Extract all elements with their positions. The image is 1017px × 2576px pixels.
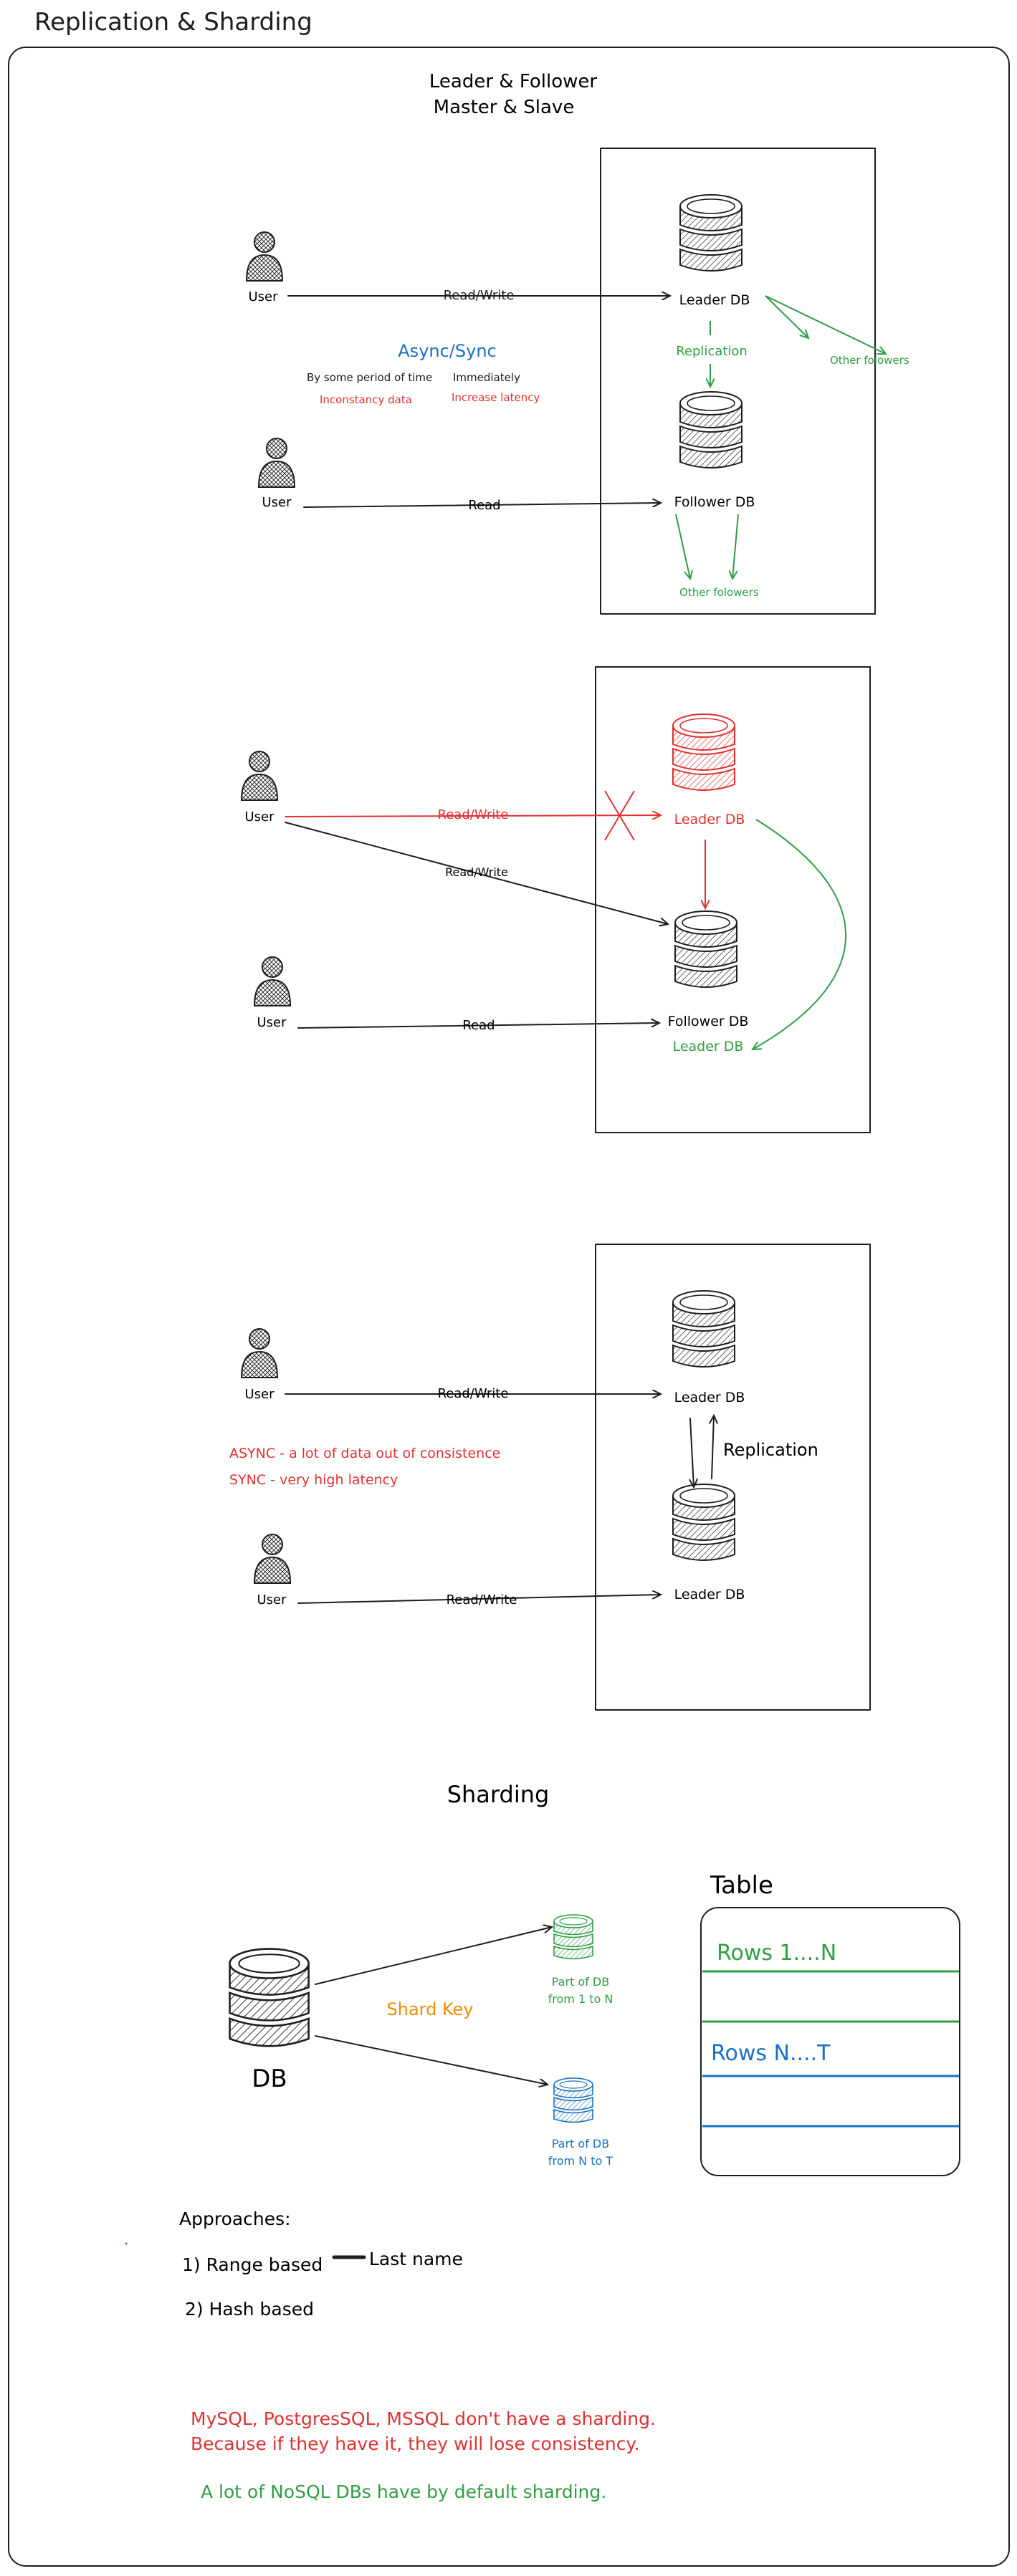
approaches-title: Approaches: xyxy=(179,2209,291,2229)
section2-user-bottom-label: User xyxy=(257,1015,287,1030)
arrow-icon xyxy=(315,1927,552,1985)
section2-failed-leader-db-label: Leader DB xyxy=(674,812,745,827)
arrow-icon xyxy=(690,1418,694,1487)
arrow-icon xyxy=(765,295,808,338)
section1-replication-label: Replication xyxy=(676,344,748,359)
arrow-icon xyxy=(732,514,739,579)
database-icon xyxy=(553,2077,593,2123)
section3-async-note: ASYNC - a lot of data out of consistence xyxy=(229,1446,500,1461)
user-icon xyxy=(246,231,283,282)
section3-read-write-top-label: Read/Write xyxy=(438,1386,509,1401)
database-icon xyxy=(672,1484,735,1561)
section1-immediately: Immediately xyxy=(453,371,520,384)
section1-read-label: Read xyxy=(468,498,500,513)
shard2-line1: Part of DB xyxy=(552,2137,609,2150)
arrow-icon xyxy=(297,1023,659,1029)
user-icon xyxy=(241,1328,278,1378)
arrow-icon xyxy=(675,514,690,579)
section2-user-top-label: User xyxy=(244,809,274,825)
section3-sync-note: SYNC - very high latency xyxy=(229,1472,398,1488)
section1-increase-latency: Increase latency xyxy=(452,391,540,404)
arrow-icon xyxy=(297,1595,661,1604)
section1-heading-line2: Master & Slave xyxy=(434,97,575,118)
arrow-icon xyxy=(315,2035,548,2085)
section1-other-followers-bottom: Other folowers xyxy=(679,586,759,599)
shard2-line2: from N to T xyxy=(548,2154,613,2168)
section1-user-bottom-label: User xyxy=(262,495,292,510)
section3-replication-label: Replication xyxy=(723,1440,818,1460)
sharding-heading: Sharding xyxy=(447,1781,550,1808)
section1-follower-db-label: Follower DB xyxy=(674,494,755,510)
section1-inconstancy-data: Inconstancy data xyxy=(320,393,412,406)
shard1-line1: Part of DB xyxy=(552,1975,609,1989)
section1-read-write-label: Read/Write xyxy=(444,288,515,303)
note-red-1: MySQL, PostgresSQL, MSSQL don't have a s… xyxy=(191,2408,656,2429)
section1-async-sync: Async/Sync xyxy=(398,341,496,361)
table-title: Table xyxy=(710,1871,773,1900)
section3-leader-db-bottom-label: Leader DB xyxy=(674,1587,745,1602)
table-frame xyxy=(700,1907,960,2176)
shard1-line2: from 1 to N xyxy=(548,1992,613,2006)
database-icon xyxy=(679,194,743,271)
section1-cluster-box xyxy=(600,148,876,615)
arrow-icon xyxy=(285,822,668,924)
section2-read-write-label: Read/Write xyxy=(445,865,508,879)
section1-by-some-period: By some period of time xyxy=(307,371,432,384)
section3-cluster-box xyxy=(595,1244,871,1711)
shard-key-label: Shard Key xyxy=(387,1999,474,2019)
section2-read-label: Read xyxy=(462,1018,495,1033)
database-icon xyxy=(672,713,735,791)
approach-1: 1) Range based xyxy=(182,2254,323,2275)
note-red-2: Because if they have it, they will lose … xyxy=(191,2433,640,2454)
arrow-icon xyxy=(753,819,847,1049)
arrow-icon xyxy=(303,503,661,508)
section2-follower-db-label: Follower DB xyxy=(668,1014,749,1029)
section3-leader-db-top-label: Leader DB xyxy=(674,1390,745,1405)
arrow-icon xyxy=(285,815,661,817)
section2-failed-read-write-label: Read/Write xyxy=(438,807,509,822)
user-icon xyxy=(254,1534,291,1584)
section1-other-followers-right: Other folowers xyxy=(830,354,909,367)
arrow-icon xyxy=(765,295,886,354)
section3-read-write-bottom-label: Read/Write xyxy=(447,1592,517,1607)
table-rows-2: Rows N....T xyxy=(711,2041,831,2066)
approach-2: 2) Hash based xyxy=(185,2299,314,2320)
x-mark-icon xyxy=(604,790,635,841)
section3-user-bottom-label: User xyxy=(257,1592,287,1607)
approach-1-detail: Last name xyxy=(369,2249,463,2269)
user-icon xyxy=(241,751,278,801)
page-title: Replication & Sharding xyxy=(34,8,312,37)
table-rows-1: Rows 1....N xyxy=(717,1941,836,1966)
database-icon xyxy=(553,1914,593,1960)
section3-user-top-label: User xyxy=(244,1387,274,1402)
arrow-icon xyxy=(712,1416,714,1479)
section2-cluster-box xyxy=(595,666,871,1133)
outer-frame xyxy=(8,47,1010,2567)
sharding-db-label: DB xyxy=(252,2065,287,2093)
section1-user-top-label: User xyxy=(248,289,278,304)
section2-new-leader-db-label: Leader DB xyxy=(673,1039,744,1054)
user-icon xyxy=(258,438,295,488)
section1-leader-db-label: Leader DB xyxy=(679,292,750,308)
stray-dot xyxy=(125,2242,128,2245)
database-icon xyxy=(679,391,743,468)
user-icon xyxy=(254,956,291,1006)
database-icon xyxy=(672,1290,735,1368)
database-icon xyxy=(674,910,737,988)
database-icon xyxy=(229,1948,310,2047)
section1-heading-line1: Leader & Follower xyxy=(429,71,598,92)
note-green: A lot of NoSQL DBs have by default shard… xyxy=(201,2481,606,2502)
